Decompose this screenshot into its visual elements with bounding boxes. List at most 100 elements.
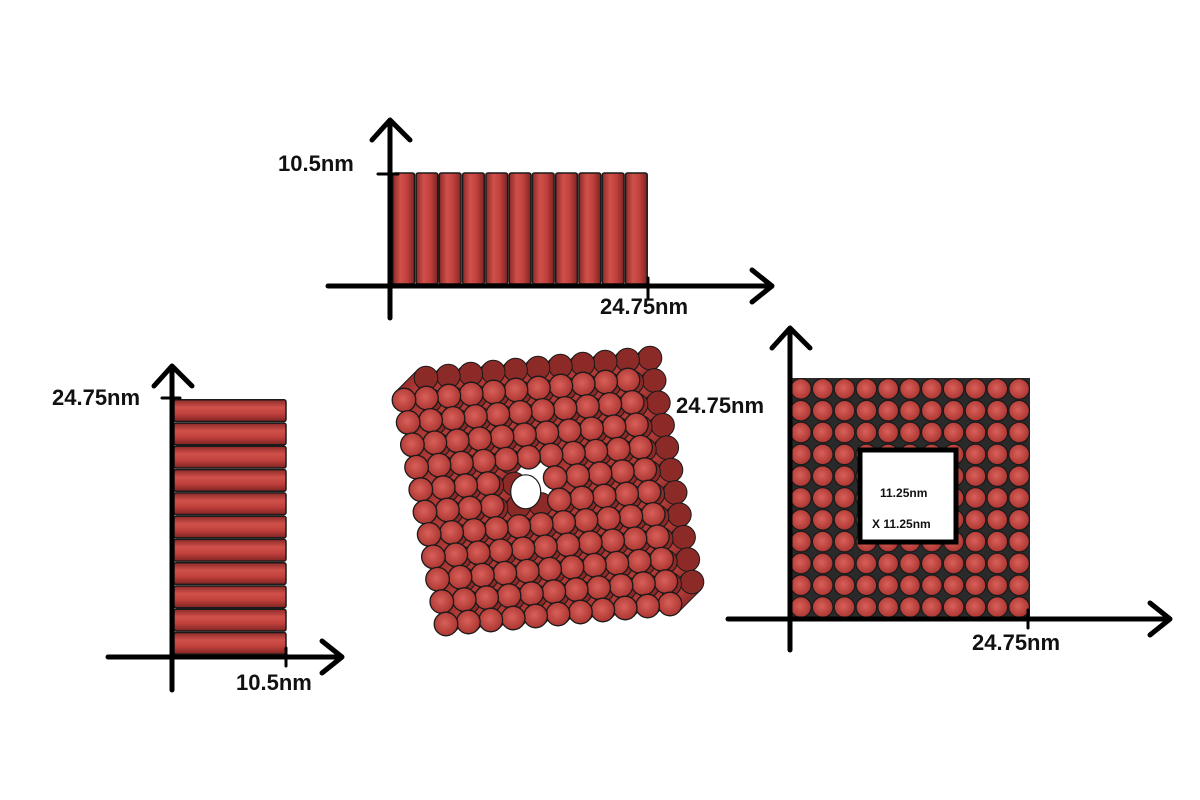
- isometric-rod-front-cap: [640, 501, 666, 527]
- end-view-rod-end: [811, 574, 834, 597]
- front-view-rod: [624, 172, 648, 285]
- isometric-rod-front-cap: [556, 418, 582, 444]
- isometric-rod-front-cap: [453, 473, 479, 499]
- end-view-rod-end: [899, 596, 921, 618]
- end-view-rod-end: [964, 574, 987, 597]
- end-view-rod-end: [811, 465, 834, 488]
- end-view-rod-end: [811, 487, 834, 509]
- isometric-rod-front-cap: [532, 534, 558, 560]
- isometric-rod-front-cap: [548, 373, 574, 399]
- isometric-rod-back-cap: [654, 435, 680, 460]
- side-view-rod: [173, 445, 287, 469]
- end-view-rod-end: [964, 399, 987, 422]
- end-view-rod-end: [877, 399, 900, 422]
- end-view-rod-end: [855, 399, 878, 422]
- isometric-rod-front-cap: [462, 403, 488, 429]
- isometric-rod-front-cap: [577, 530, 603, 556]
- isometric-rod-front-cap: [488, 538, 514, 564]
- isometric-rod-front-cap: [559, 554, 585, 580]
- isometric-rod-front-cap: [434, 497, 460, 523]
- isometric-rod-front-cap: [478, 607, 504, 633]
- isometric-rod-front-cap: [546, 487, 572, 513]
- side-view-rod: [173, 631, 287, 655]
- side-view-rod: [173, 515, 287, 539]
- isometric-rod-front-cap: [493, 446, 519, 472]
- end-view-rod-end: [833, 443, 856, 466]
- side-view-rod: [173, 561, 287, 586]
- isometric-rod-front-cap: [443, 542, 469, 568]
- isometric-rod-back-cap: [667, 502, 692, 528]
- end-view-rod-end: [877, 574, 900, 597]
- end-view-rod-end: [790, 530, 812, 553]
- side-view-width-label: 10.5nm: [236, 670, 312, 695]
- isometric-rod-front-cap: [552, 395, 578, 421]
- end-view-rod-end: [877, 596, 900, 618]
- end-view-rod-end: [899, 421, 921, 444]
- end-view-rod-end: [964, 508, 987, 531]
- isometric-rod-front-cap: [474, 585, 500, 611]
- end-view-rod-end: [877, 378, 900, 400]
- end-view-rod-end: [899, 399, 921, 422]
- front-view-rods: [392, 172, 648, 285]
- isometric-rod-front-cap: [425, 566, 451, 592]
- isometric-rod-front-cap: [590, 597, 616, 623]
- front-view-rod: [392, 172, 416, 285]
- end-view-rod-end: [877, 421, 900, 444]
- front-view-rod: [438, 172, 462, 285]
- end-view-rod-end: [790, 421, 812, 444]
- isometric-rod-front-cap: [551, 509, 577, 535]
- side-view-height-label: 24.75nm: [52, 385, 140, 410]
- end-view-pore-label-line1: 11.25nm: [880, 486, 927, 500]
- end-view-rod-end: [811, 552, 834, 575]
- end-view-rod-end: [986, 508, 1009, 531]
- end-view-rod-end: [964, 443, 987, 466]
- end-view-rod-end: [811, 530, 834, 553]
- end-view-rod-end: [899, 552, 921, 575]
- isometric-rod-front-cap: [574, 393, 600, 419]
- end-view-rod-end: [833, 574, 856, 597]
- end-view-rod-end: [920, 574, 943, 597]
- end-view-rod-end: [811, 399, 834, 422]
- isometric-rod-back-cap: [658, 457, 684, 483]
- end-view-rod-end: [877, 552, 900, 575]
- isometric-rod-block: [391, 345, 705, 637]
- isometric-rod-front-cap: [630, 571, 656, 597]
- isometric-rod-front-cap: [591, 483, 617, 509]
- side-view-rod: [173, 538, 287, 562]
- end-view-rod-end: [986, 378, 1009, 400]
- front-view-y-arrowhead: [369, 117, 413, 143]
- isometric-rod-front-cap: [399, 432, 425, 458]
- end-view-rod-end: [920, 399, 943, 422]
- isometric-rod-front-cap: [644, 524, 670, 550]
- isometric-rod-front-cap: [583, 438, 609, 464]
- isometric-rod-front-cap: [635, 593, 661, 619]
- isometric-rod-front-cap: [418, 407, 444, 433]
- isometric-rod-front-cap: [542, 465, 568, 491]
- isometric-rod-front-cap: [469, 562, 495, 588]
- isometric-rod-front-cap: [563, 577, 589, 603]
- isometric-rod-front-cap: [436, 383, 462, 409]
- isometric-rod-front-cap: [426, 452, 452, 478]
- isometric-rod-front-cap: [422, 430, 448, 456]
- front-view-axes: [325, 117, 775, 321]
- isometric-rod-front-cap: [395, 409, 421, 435]
- isometric-rod-front-cap: [623, 412, 649, 438]
- front-view-rod: [485, 172, 509, 285]
- isometric-rod-front-cap: [615, 367, 641, 393]
- isometric-rod-front-cap: [587, 461, 613, 487]
- isometric-rod-front-cap: [622, 526, 648, 552]
- end-view-rod-end: [790, 443, 812, 466]
- isometric-rod-front-cap: [496, 583, 522, 609]
- isometric-rod-front-cap: [461, 517, 487, 543]
- isometric-rod-front-cap: [601, 414, 627, 440]
- end-view-rod-end: [1008, 574, 1030, 597]
- end-view-rod-end: [855, 421, 878, 444]
- isometric-rod-front-cap: [628, 434, 654, 460]
- isometric-rod-front-cap: [579, 416, 605, 442]
- isometric-rod-front-cap: [455, 609, 481, 635]
- end-view-rod-end: [833, 530, 856, 553]
- front-view-diagram: 10.5nm 24.75nm: [278, 117, 775, 321]
- end-view-rod-end: [964, 465, 987, 488]
- end-view-rod-end: [964, 552, 987, 575]
- end-view-rod-end: [811, 596, 834, 618]
